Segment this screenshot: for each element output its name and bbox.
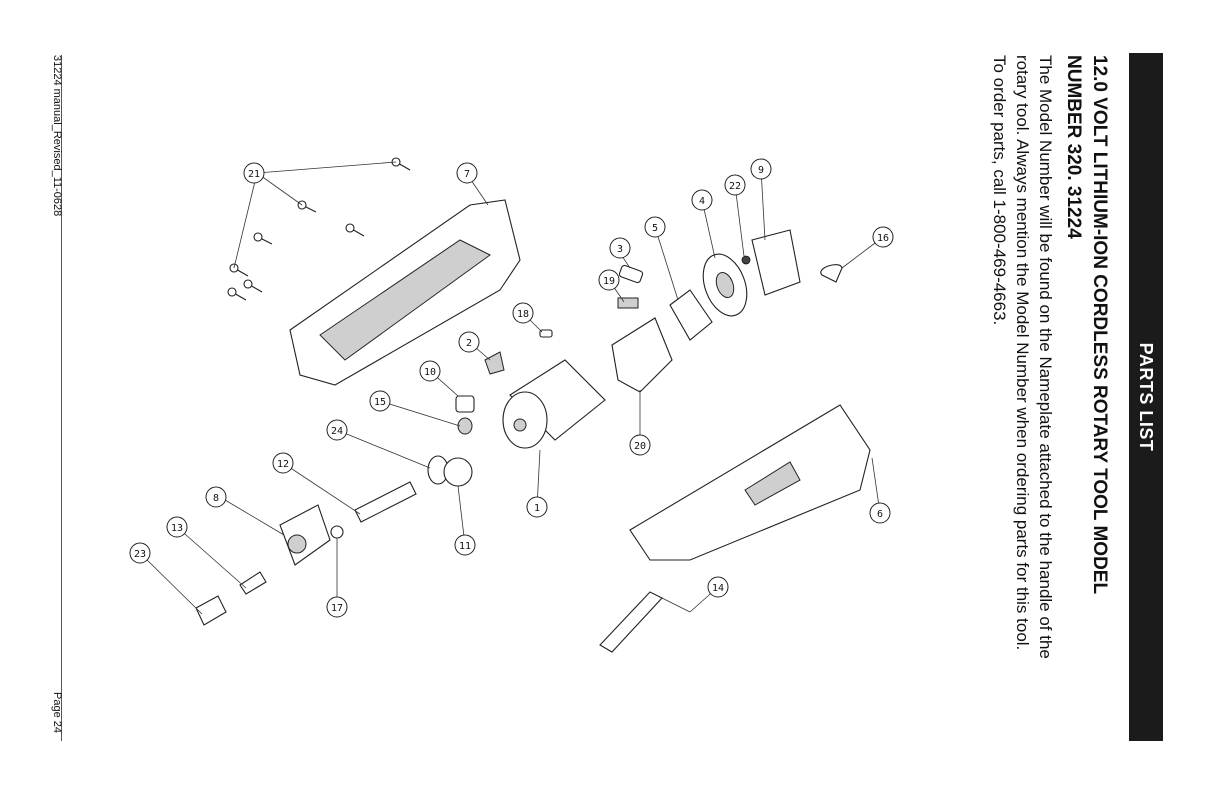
callout-13: 13 — [166, 516, 188, 538]
callout-15: 15 — [369, 390, 391, 412]
part-9 — [751, 229, 801, 296]
part-18 — [539, 329, 553, 338]
part-23 — [195, 595, 227, 626]
page-title-line-1: 12.0 VOLT LITHIUM-ION CORDLESS ROTARY TO… — [1089, 55, 1110, 595]
part-12 — [354, 481, 417, 523]
svg-text:2: 2 — [466, 338, 472, 349]
svg-text:7: 7 — [464, 169, 470, 180]
svg-text:24: 24 — [331, 426, 343, 437]
body-text-line-2: rotary tool. Always mention the Model Nu… — [1013, 55, 1032, 651]
svg-text:18: 18 — [517, 309, 529, 320]
callout-4: 4 — [691, 189, 713, 211]
footer-page-number: Page 24 — [51, 692, 63, 733]
callout-8: 8 — [205, 486, 227, 508]
svg-text:1: 1 — [534, 503, 540, 514]
part-3 — [618, 264, 644, 284]
callout-7: 7 — [456, 162, 478, 184]
part-10 — [455, 395, 475, 413]
section-title: PARTS LIST — [1136, 342, 1156, 452]
part-11 — [443, 457, 473, 487]
callout-2: 2 — [458, 331, 480, 353]
part-16 — [820, 264, 843, 283]
svg-text:17: 17 — [331, 603, 343, 614]
svg-text:4: 4 — [699, 196, 705, 207]
svg-text:10: 10 — [424, 367, 436, 378]
part-15 — [457, 417, 473, 435]
housing-inner-detail — [319, 239, 491, 361]
callout-14: 14 — [707, 576, 729, 598]
svg-text:13: 13 — [171, 523, 183, 534]
part-13 — [239, 571, 267, 595]
exploded-parts-diagram: 1 2 3 4 5 6 7 8 9 10 11 12 13 14 15 16 1… — [129, 157, 894, 653]
svg-text:12: 12 — [277, 459, 289, 470]
callout-21: 21 — [243, 162, 265, 184]
part-17 — [330, 525, 344, 539]
callout-19: 19 — [598, 269, 620, 291]
callout-24: 24 — [326, 419, 348, 441]
svg-text:6: 6 — [877, 509, 883, 520]
footer-rule — [61, 55, 62, 741]
svg-text:23: 23 — [134, 549, 146, 560]
part-5 — [669, 289, 713, 341]
footer-document-id: 31224 manual_Revised_11-0628 — [51, 55, 63, 217]
svg-text:20: 20 — [634, 441, 646, 452]
svg-text:22: 22 — [729, 181, 741, 192]
callout-18: 18 — [512, 302, 534, 324]
callout-17: 17 — [326, 596, 348, 618]
body-text-line-3: To order parts, call 1-800-469-4663. — [990, 55, 1009, 326]
callout-20: 20 — [629, 434, 651, 456]
svg-text:11: 11 — [459, 541, 471, 552]
body-text-line-1: The Model Number will be found on the Na… — [1036, 55, 1055, 659]
svg-text:16: 16 — [877, 233, 889, 244]
callout-10: 10 — [419, 360, 441, 382]
callout-5: 5 — [644, 216, 666, 238]
callout-11: 11 — [454, 534, 476, 556]
svg-text:5: 5 — [652, 223, 658, 234]
tool-body-part — [629, 404, 871, 561]
svg-text:15: 15 — [374, 397, 386, 408]
callout-12: 12 — [272, 452, 294, 474]
callout-16: 16 — [872, 226, 894, 248]
part-2 — [484, 351, 505, 375]
callout-6: 6 — [869, 502, 891, 524]
callout-1: 1 — [526, 496, 548, 518]
wrench-part — [599, 591, 663, 653]
svg-text:8: 8 — [213, 493, 219, 504]
svg-text:14: 14 — [712, 583, 724, 594]
svg-text:19: 19 — [603, 276, 615, 287]
svg-text:21: 21 — [248, 169, 260, 180]
svg-text:9: 9 — [758, 165, 764, 176]
callout-23: 23 — [129, 542, 151, 564]
page-title-line-2: NUMBER 320. 31224 — [1063, 55, 1084, 239]
part-19 — [617, 297, 639, 309]
callout-9: 9 — [750, 158, 772, 180]
switch-board-part — [611, 317, 673, 393]
part-8 — [279, 504, 331, 566]
callout-3: 3 — [609, 237, 631, 259]
svg-text:3: 3 — [617, 244, 623, 255]
header-band — [1129, 53, 1163, 741]
part-22 — [741, 255, 751, 265]
callout-22: 22 — [724, 174, 746, 196]
